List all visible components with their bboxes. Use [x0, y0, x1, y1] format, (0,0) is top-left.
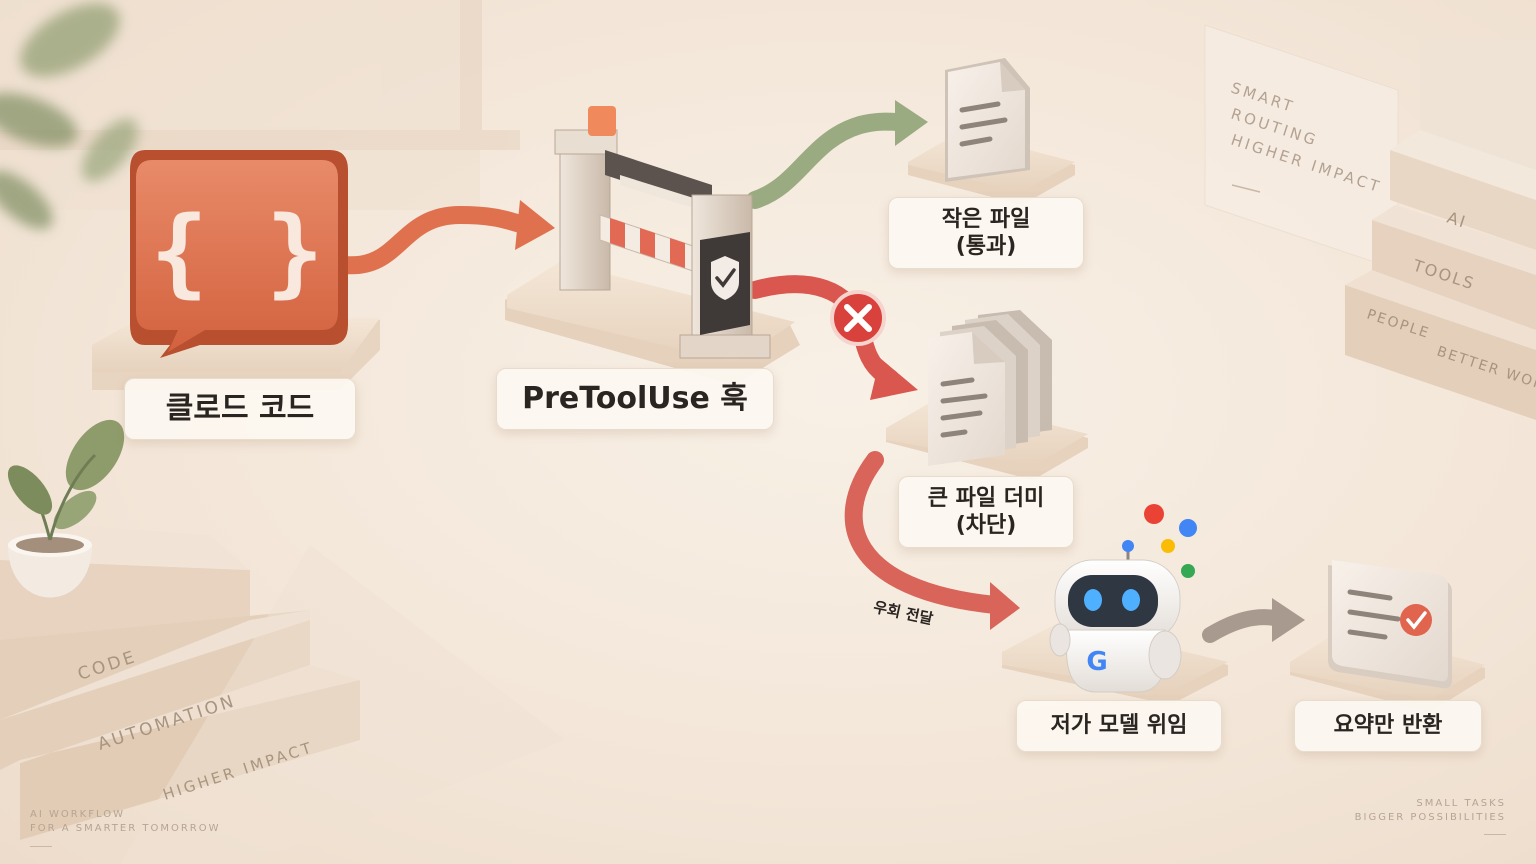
summary-node [1290, 560, 1485, 712]
hook-gate-node [505, 106, 800, 385]
corner-caption-right: SMALL TASKS BIGGER POSSIBILITIES [1355, 797, 1506, 825]
code-braces-glyph: { } [150, 196, 323, 308]
corner-right-rule [1484, 834, 1506, 835]
book-stack-right [1345, 40, 1536, 420]
arrow-hook-to-small-file [746, 100, 928, 209]
claude-code-label-text: 클로드 코드 [165, 391, 315, 427]
google-badge-glyph: G [1086, 647, 1107, 677]
hook-label-text: PreToolUse 훅 [522, 381, 748, 417]
floor-shade-decor [120, 545, 565, 864]
google-dots-icon [1144, 504, 1197, 578]
arrow-big-files-to-delegate [844, 451, 1020, 630]
document-stack-icon [928, 310, 1052, 466]
arrow-delegate-to-summary [1202, 598, 1305, 643]
document-icon [945, 58, 1030, 182]
small-file-node [908, 58, 1075, 205]
delegate-label-text: 저가 모델 위임 [1050, 713, 1188, 739]
big-files-label-line2: (차단) [955, 513, 1017, 538]
small-file-label: 작은 파일 (통과) [888, 197, 1084, 269]
summary-label-text: 요약만 반환 [1333, 713, 1443, 739]
shield-check-icon [711, 256, 739, 300]
big-files-label: 큰 파일 더미 (차단) [898, 476, 1074, 548]
big-files-label-line1: 큰 파일 더미 [927, 485, 1045, 511]
barrier-arm [599, 214, 706, 276]
code-bubble-icon: { } [130, 150, 348, 358]
corner-left-rule [30, 846, 52, 847]
corner-right-line2: BIGGER POSSIBILITIES [1354, 812, 1506, 823]
summary-label: 요약만 반환 [1294, 700, 1482, 752]
delegate-node: G [1002, 504, 1228, 705]
corner-right-line1: SMALL TASKS [1416, 798, 1506, 809]
small-file-label-line1: 작은 파일 [941, 206, 1031, 232]
claude-code-node: { } [92, 150, 380, 390]
corner-left-line1: AI WORKFLOW [30, 809, 125, 820]
corner-left-line2: FOR A SMARTER TOMORROW [30, 823, 221, 834]
big-files-node [886, 310, 1088, 480]
block-x-icon [830, 290, 886, 346]
small-file-label-line2: (통과) [955, 234, 1017, 259]
arrow-code-to-hook [336, 200, 555, 275]
robot-icon: G [1049, 540, 1182, 693]
summary-card-icon [1328, 560, 1452, 689]
hook-label: PreToolUse 훅 [496, 368, 774, 430]
delegate-label: 저가 모델 위임 [1016, 700, 1222, 752]
potted-plant-decor [7, 419, 125, 598]
corner-caption-left: AI WORKFLOW FOR A SMARTER TOMORROW [30, 808, 221, 836]
claude-code-label: 클로드 코드 [124, 378, 356, 440]
plant-decor-top [0, 3, 139, 230]
